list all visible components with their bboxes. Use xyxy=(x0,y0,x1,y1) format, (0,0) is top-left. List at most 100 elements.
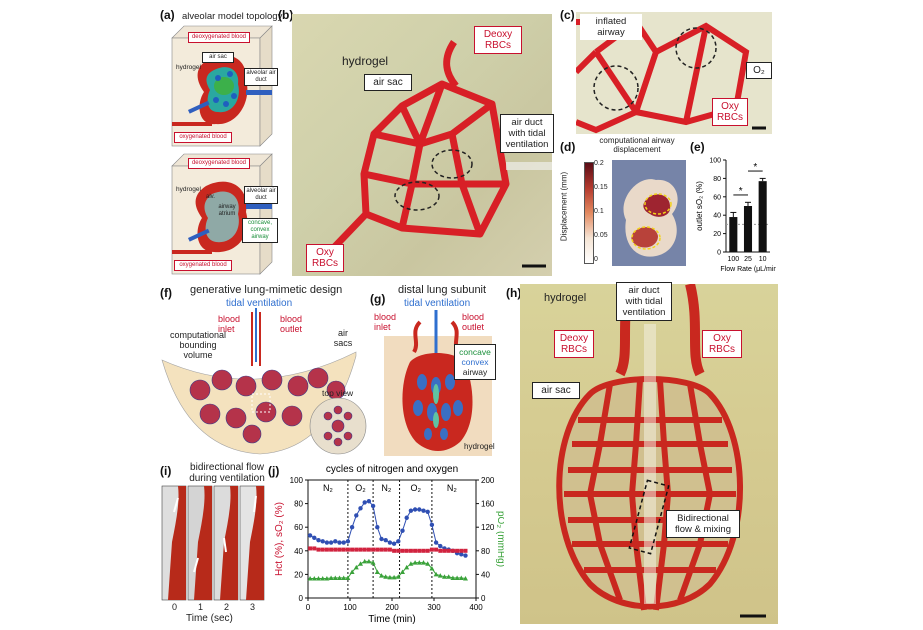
j-point-hct xyxy=(387,547,392,552)
e-y-tick-label: 80 xyxy=(713,176,721,183)
j-point-so2 xyxy=(337,540,342,545)
j-point-po2 xyxy=(463,576,468,581)
j-y-tick-label-left: 100 xyxy=(290,476,304,485)
b-airduct-label: air duct with tidal ventilation xyxy=(500,114,554,153)
j-point-hct xyxy=(358,547,363,552)
d-tick: 0 xyxy=(594,256,598,263)
a-top-deoxy-label: deoxygenated blood xyxy=(188,32,250,43)
j-y-tick-label-right: 0 xyxy=(481,594,486,603)
g-hydrogel: hydrogel xyxy=(464,442,495,451)
d-tick: 0.1 xyxy=(594,208,604,215)
j-point-hct xyxy=(366,547,371,552)
j-point-po2 xyxy=(429,566,435,571)
g-airway-box: concave convex airway xyxy=(454,344,496,380)
j-point-po2 xyxy=(345,575,351,580)
j-point-po2 xyxy=(446,574,452,579)
j-point-hct xyxy=(329,547,334,552)
e-sig-star: * xyxy=(739,186,743,197)
panel-a-title: alveolar model topology xyxy=(182,11,283,22)
g-inlet: blood inlet xyxy=(374,312,397,332)
j-point-po2 xyxy=(421,560,426,565)
d-tick: 0.2 xyxy=(594,160,604,167)
j-point-po2 xyxy=(341,575,347,580)
j-point-po2 xyxy=(433,571,439,577)
h-oxy: Oxy RBCs xyxy=(702,330,742,358)
j-point-po2 xyxy=(328,575,334,580)
a-bot-oxy-label: oxygenated blood xyxy=(174,260,232,271)
j-x-tick-label: 400 xyxy=(469,603,483,612)
g-convex: convex xyxy=(461,357,489,367)
j-point-po2 xyxy=(454,575,460,580)
i-tick: 2 xyxy=(224,602,230,612)
j-point-hct xyxy=(455,548,460,553)
j-point-so2 xyxy=(404,515,409,520)
a-top-oxy-label: oxygenated blood xyxy=(174,132,232,143)
j-phase-label: N₂ xyxy=(381,483,391,493)
panel-f-label: (f) xyxy=(160,286,172,300)
panel-a: (a) alveolar model topology xyxy=(160,8,283,276)
j-point-so2 xyxy=(362,500,367,505)
e-bar xyxy=(758,181,767,252)
j-point-so2 xyxy=(463,553,468,558)
j-ylabel-right: pO₂ (mmHg) xyxy=(495,511,504,567)
j-point-so2 xyxy=(383,537,388,543)
h-hydrogel: hydrogel xyxy=(544,292,587,304)
j-point-po2 xyxy=(442,574,447,579)
j-point-hct xyxy=(345,547,350,552)
j-point-so2 xyxy=(366,499,372,504)
j-point-so2 xyxy=(379,536,384,542)
j-point-hct xyxy=(316,547,321,552)
g-title: distal lung subunit xyxy=(398,284,487,296)
j-point-hct xyxy=(442,548,447,553)
j-point-hct xyxy=(450,548,455,553)
j-point-po2 xyxy=(362,558,368,564)
j-ylabel-left: Hct (%), sO₂ (%) xyxy=(274,502,285,576)
j-point-so2 xyxy=(358,506,363,511)
j-point-hct xyxy=(438,548,443,553)
a-bot-airduct-label: alveolar air duct xyxy=(244,186,278,204)
j-point-hct xyxy=(308,546,313,551)
j-point-po2 xyxy=(458,575,464,580)
panel-d-title: computational airway displacement xyxy=(599,136,675,154)
j-point-so2 xyxy=(400,528,405,533)
a-bot-hydrogel-label: hydrogel xyxy=(176,186,201,193)
j-point-po2 xyxy=(370,560,376,565)
j-series-line xyxy=(310,560,466,579)
cube-top xyxy=(171,25,273,147)
j-y-tick-label-right: 200 xyxy=(481,476,495,485)
j-point-hct xyxy=(446,548,451,553)
panel-i-label: (i) xyxy=(160,464,172,478)
j-point-hct xyxy=(421,548,426,553)
j-point-po2 xyxy=(412,560,418,565)
i-tick: 0 xyxy=(172,602,178,612)
j-point-po2 xyxy=(316,576,321,581)
j-point-hct xyxy=(350,547,355,552)
e-bar xyxy=(729,217,738,252)
i-tick: 1 xyxy=(198,602,204,612)
e-y-tick-label: 60 xyxy=(713,194,721,201)
c-o2-label: O₂ xyxy=(746,62,772,79)
j-point-hct xyxy=(396,548,401,553)
j-point-po2 xyxy=(400,569,405,575)
j-point-po2 xyxy=(383,574,389,579)
a-bot-alv-label: alv. xyxy=(206,194,215,200)
j-y-tick-label-left: 80 xyxy=(294,500,303,509)
panel-h-label: (h) xyxy=(506,286,522,300)
panel-a-illustration xyxy=(171,25,273,275)
g-tidal: tidal ventilation xyxy=(404,298,471,309)
panel-b-label: (b) xyxy=(278,8,294,22)
e-bar xyxy=(743,206,753,252)
j-point-so2 xyxy=(425,509,430,515)
j-y-tick-label-right: 120 xyxy=(481,523,495,532)
j-point-so2 xyxy=(387,540,393,545)
j-point-hct xyxy=(429,547,434,552)
f-outlet: blood outlet xyxy=(280,314,303,334)
j-point-so2 xyxy=(438,543,443,549)
j-point-po2 xyxy=(437,573,443,578)
j-point-so2 xyxy=(349,525,355,530)
f-bounding: computational bounding volume xyxy=(169,330,227,360)
g-concave: concave xyxy=(459,347,491,357)
j-series-line xyxy=(309,500,466,556)
panel-d-label: (d) xyxy=(560,140,576,154)
